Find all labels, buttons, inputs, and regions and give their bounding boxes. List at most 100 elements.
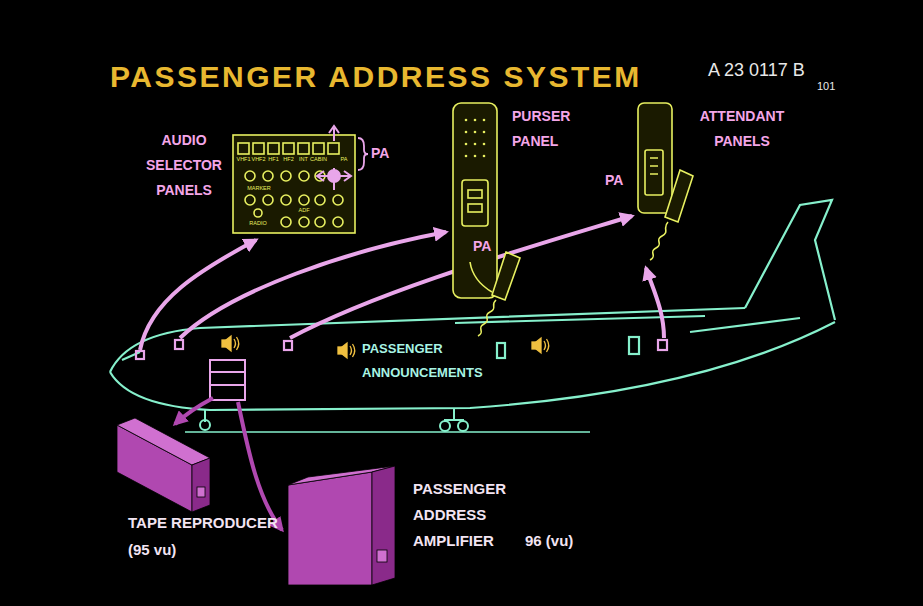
attendant-panel bbox=[650, 222, 668, 260]
button-label: CABIN bbox=[310, 156, 327, 162]
audio-selector-panel bbox=[299, 171, 309, 181]
purser-panel bbox=[465, 131, 468, 134]
location-arrow bbox=[180, 232, 446, 338]
purser-panel bbox=[474, 131, 477, 134]
tape-reproducer-box bbox=[197, 487, 205, 497]
amplifier-box bbox=[288, 472, 372, 585]
aircraft-outline bbox=[455, 316, 705, 323]
location-marker bbox=[136, 351, 144, 359]
audio-selector-panel bbox=[253, 143, 264, 154]
attendant-panel bbox=[665, 170, 693, 222]
location-arrow bbox=[238, 402, 282, 530]
node-text: TAPE REPRODUCER (95 vu) bbox=[128, 509, 298, 563]
attendant-panel bbox=[645, 150, 663, 195]
purser-panel bbox=[492, 252, 520, 300]
audio-selector-panel bbox=[281, 171, 291, 181]
location-arrow bbox=[140, 216, 664, 350]
speaker-icon bbox=[532, 338, 549, 353]
button-label: MARKER bbox=[247, 185, 271, 191]
bracket bbox=[358, 138, 368, 170]
panel-label: AUDIO SELECTOR PANELS bbox=[138, 128, 230, 203]
unit-label: PASSENGER ADDRESS AMPLIFIER96 (vu) bbox=[413, 476, 603, 554]
node-text: PASSENGER ADDRESS AMPLIFIER bbox=[413, 476, 513, 554]
audio-selector-panel bbox=[328, 143, 339, 154]
audio-selector-panel bbox=[299, 217, 309, 227]
speaker-icon bbox=[234, 337, 239, 350]
unit-label: TAPE REPRODUCER (95 vu) bbox=[128, 509, 298, 563]
location-arrow bbox=[646, 268, 664, 338]
aircraft-outline bbox=[110, 322, 835, 410]
announcement-label: PASSENGER ANNOUNCEMENTS bbox=[362, 337, 487, 385]
button-label: INT bbox=[299, 156, 308, 162]
panel-label: ATTENDANT PANELS bbox=[688, 104, 796, 154]
tape-reproducer-box bbox=[192, 458, 210, 512]
audio-selector-panel bbox=[268, 143, 279, 154]
speaker-icon bbox=[536, 338, 541, 353]
landing-gear bbox=[440, 421, 450, 431]
button-label: PA bbox=[341, 156, 348, 162]
location-arrow bbox=[175, 398, 213, 424]
amplifier-box bbox=[377, 550, 387, 562]
audio-selector-panel bbox=[254, 209, 262, 217]
audio-selector-panel bbox=[298, 143, 309, 154]
equipment-rack bbox=[210, 360, 245, 400]
pa-callout: PA bbox=[371, 145, 389, 161]
sheet-number: 101 bbox=[817, 80, 835, 93]
purser-panel bbox=[453, 103, 520, 336]
audio-selector-panel bbox=[233, 135, 355, 233]
attendant-panel bbox=[638, 103, 693, 260]
purser-panel bbox=[474, 155, 477, 158]
landing-gear bbox=[458, 421, 468, 431]
pa-selector-pointer bbox=[333, 168, 335, 190]
purser-panel bbox=[465, 143, 468, 146]
audio-selector-panel bbox=[245, 195, 255, 205]
location-marker bbox=[284, 341, 292, 350]
panel-label: PURSER PANEL bbox=[512, 104, 592, 154]
audio-selector-panel bbox=[299, 195, 309, 205]
pa-callout: PA bbox=[473, 238, 491, 254]
aircraft-outline bbox=[629, 337, 639, 354]
audio-selector-panel bbox=[281, 217, 291, 227]
audio-selector-panel bbox=[281, 195, 291, 205]
purser-panel bbox=[470, 262, 492, 292]
speaker-icon bbox=[222, 336, 239, 351]
purser-panel bbox=[483, 131, 486, 134]
audio-selector-panel bbox=[245, 171, 255, 181]
audio-selector-panel bbox=[315, 217, 325, 227]
button-label: HF2 bbox=[283, 156, 293, 162]
tape-reproducer-box bbox=[117, 418, 210, 465]
amplifier-box bbox=[288, 466, 395, 585]
button-label: RADIO bbox=[249, 220, 266, 226]
purser-panel bbox=[483, 143, 486, 146]
node-text: PURSER PANEL bbox=[512, 104, 592, 154]
purser-panel bbox=[474, 143, 477, 146]
purser-panel bbox=[474, 119, 477, 122]
drawing-number: A 23 0117 B bbox=[708, 60, 805, 81]
node-text: AUDIO SELECTOR PANELS bbox=[138, 128, 230, 203]
purser-panel bbox=[465, 155, 468, 158]
purser-panel bbox=[468, 204, 482, 212]
amplifier-box bbox=[372, 466, 395, 585]
audio-selector-panel bbox=[333, 217, 343, 227]
aircraft-outline bbox=[745, 200, 835, 320]
node-text: ATTENDANT PANELS bbox=[688, 104, 796, 154]
speaker-icon bbox=[544, 339, 549, 352]
purser-panel bbox=[465, 119, 468, 122]
location-arrow bbox=[140, 240, 256, 350]
purser-panel bbox=[462, 180, 488, 226]
speaker-icon bbox=[342, 343, 347, 358]
purser-panel bbox=[453, 103, 497, 298]
location-marker bbox=[658, 340, 667, 350]
audio-selector-panel bbox=[313, 143, 324, 154]
pa-selector-pointer bbox=[329, 126, 339, 141]
purser-panel bbox=[465, 119, 486, 158]
audio-selector-panel bbox=[315, 195, 325, 205]
button-label: ADF bbox=[299, 207, 310, 213]
aircraft-outline bbox=[690, 318, 800, 332]
button-label: HF1 bbox=[268, 156, 278, 162]
attendant-panel bbox=[650, 158, 658, 174]
landing-gear bbox=[444, 408, 464, 420]
audio-selector-panel bbox=[233, 135, 355, 233]
equipment-rack bbox=[210, 360, 245, 400]
